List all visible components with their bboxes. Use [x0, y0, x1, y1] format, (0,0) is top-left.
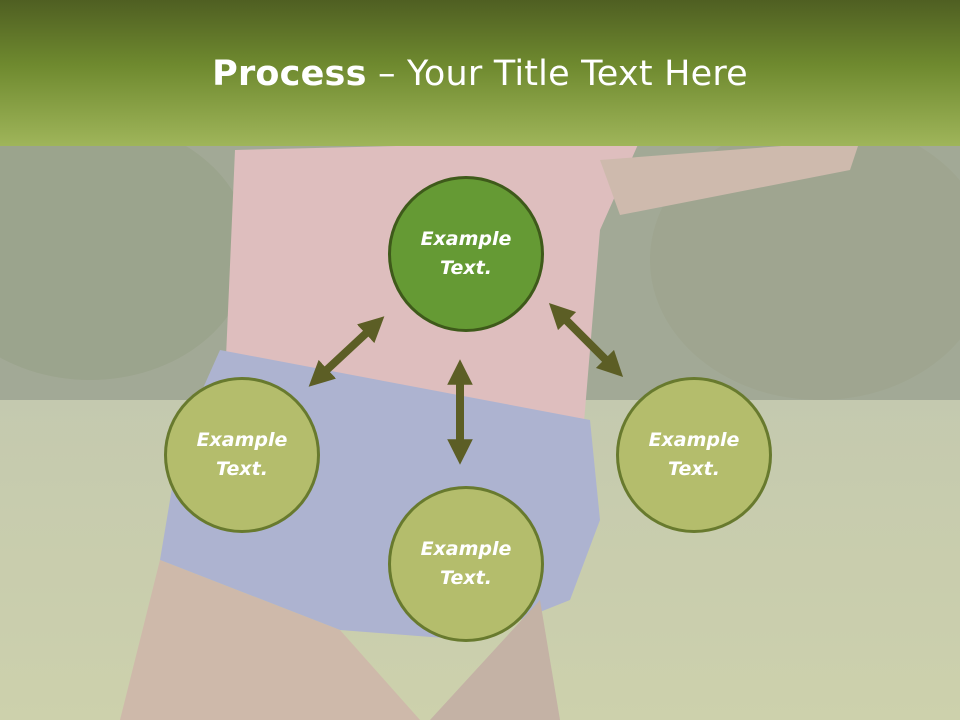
node-right: Example Text. [616, 377, 772, 533]
double-arrow-left [308, 316, 385, 387]
title-bar: Process – Your Title Text Here [0, 0, 960, 146]
node-center-text: Example Text. [420, 228, 512, 279]
title-rest: – Your Title Text Here [366, 54, 748, 94]
title-bold: Process [212, 54, 367, 94]
node-bottom: Example Text. [388, 486, 544, 642]
node-center: Example Text. [388, 176, 544, 332]
node-left: Example Text. [164, 377, 320, 533]
slide-title: Process – Your Title Text Here [0, 52, 960, 96]
double-arrow-right [548, 302, 624, 378]
node-left-text: Example Text. [196, 429, 288, 480]
node-right-text: Example Text. [648, 429, 740, 480]
node-bottom-text: Example Text. [420, 538, 512, 589]
